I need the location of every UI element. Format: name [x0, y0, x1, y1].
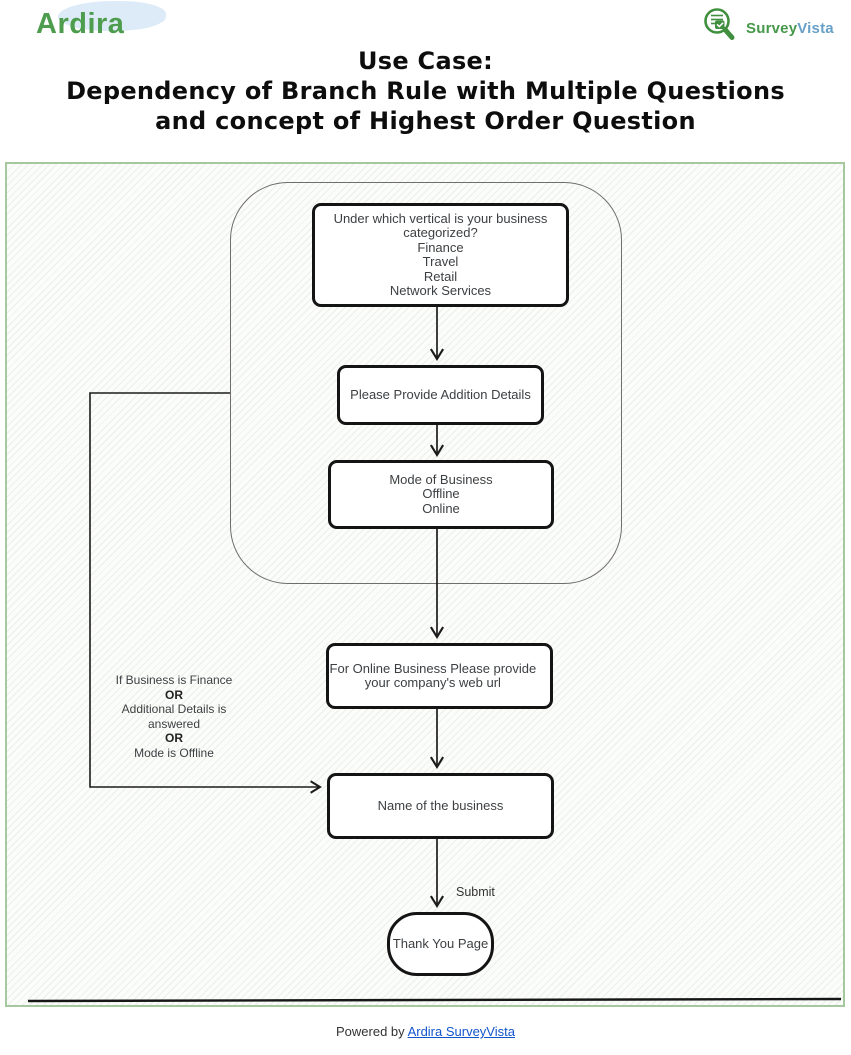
branch-condition-label: If Business is Finance OR Additional Det…	[93, 673, 255, 761]
footer: Powered by Ardira SurveyVista	[0, 1024, 851, 1039]
title-line-2: Dependency of Branch Rule with Multiple …	[66, 77, 785, 105]
surveyvista-text-survey: Survey	[746, 20, 798, 37]
node-thank-you-page-text: Thank You Page	[392, 935, 489, 951]
node-business-name-text: Name of the business	[377, 797, 504, 813]
title-line-3: and concept of Highest Order Question	[155, 107, 696, 135]
condition-line: Additional Details is	[121, 702, 227, 717]
condition-or: OR	[165, 687, 183, 702]
node-mode-of-business-text: Mode of Business Offline Online	[389, 471, 493, 516]
node-thank-you-page: Thank You Page	[387, 912, 494, 976]
node-web-url: For Online Business Please provide your …	[326, 643, 553, 709]
powered-by-text: Powered by	[336, 1024, 405, 1039]
ardira-cloud-shape	[58, 1, 166, 31]
condition-or: OR	[165, 731, 183, 746]
ardira-surveyvista-link[interactable]: Ardira SurveyVista	[407, 1024, 515, 1039]
surveyvista-logo: SurveyVista	[700, 5, 834, 52]
submit-edge-label: Submit	[456, 885, 495, 899]
ardira-brand-text: Ardira	[36, 8, 125, 40]
condition-line: answered	[147, 716, 201, 731]
surveyvista-brand-text: SurveyVista	[746, 20, 834, 37]
ardira-logo: Ardira	[36, 1, 176, 44]
title-line-1: Use Case:	[357, 47, 494, 75]
page-title: Use Case: Dependency of Branch Rule with…	[0, 46, 851, 136]
node-vertical-question-text: Under which vertical is your business ca…	[333, 210, 548, 298]
condition-line: Mode is Offline	[134, 745, 214, 760]
condition-line: If Business is Finance	[115, 673, 233, 687]
node-additional-details: Please Provide Addition Details	[337, 365, 544, 425]
node-vertical-question: Under which vertical is your business ca…	[312, 203, 569, 307]
question-group-container	[230, 182, 622, 584]
surveyvista-text-vista: Vista	[797, 20, 834, 37]
node-web-url-text: For Online Business Please provide your …	[329, 660, 537, 690]
node-mode-of-business: Mode of Business Offline Online	[328, 460, 554, 529]
surveyvista-magnifier-icon	[700, 5, 742, 52]
node-additional-details-text: Please Provide Addition Details	[350, 386, 531, 402]
node-business-name: Name of the business	[327, 773, 554, 839]
